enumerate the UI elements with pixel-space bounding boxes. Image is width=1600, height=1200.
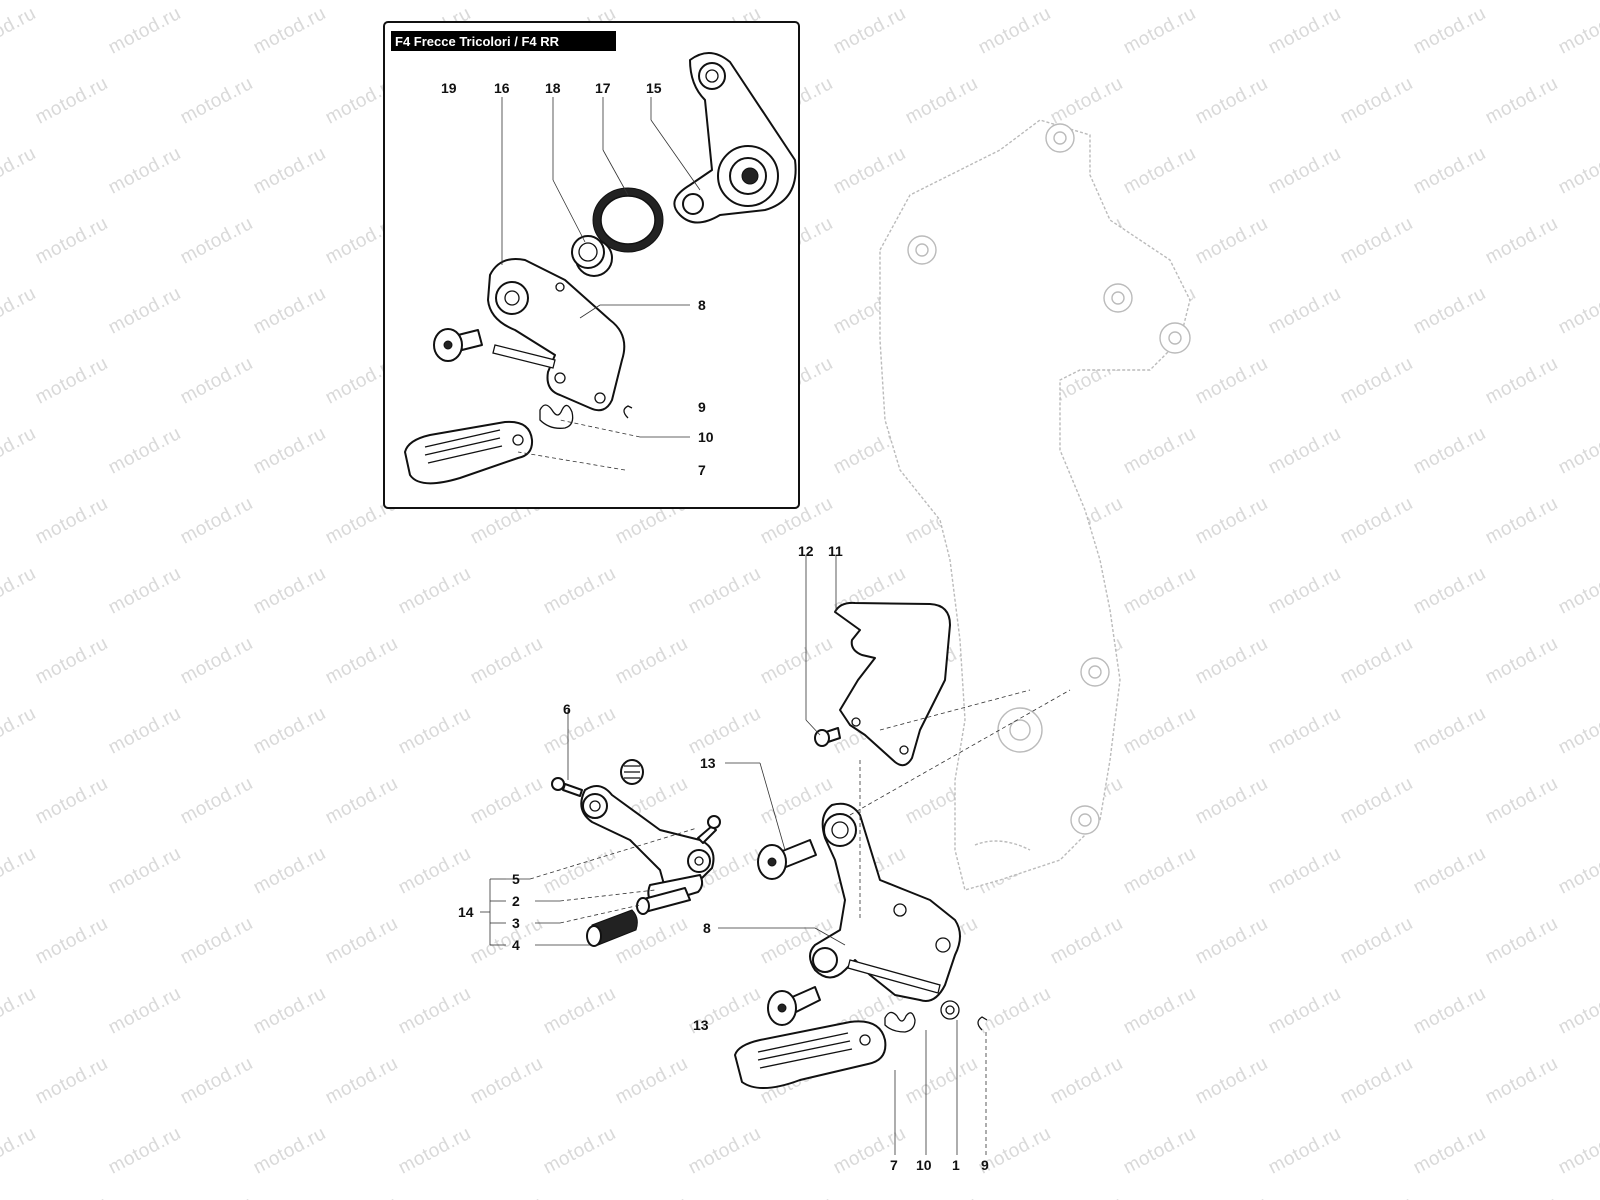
main-foot-peg [734,1020,887,1089]
callout-2: 2 [512,893,520,909]
callout-4: 4 [512,937,520,953]
guard-screw [814,727,841,747]
bracket-bolt-top [757,839,817,880]
callout-13-top: 13 [700,755,716,771]
frame-outline [879,119,1191,891]
callout-7-main: 7 [890,1157,898,1173]
callout-3: 3 [512,915,520,931]
gear-lever-assembly [551,759,721,947]
bracket-spring [884,1011,916,1033]
callout-1: 1 [952,1157,960,1173]
inset-foot-peg [404,420,534,485]
leader-lines [480,97,1071,1155]
callout-12: 12 [798,543,814,559]
inset-bracket-part [673,52,797,224]
footrest-bracket [809,802,961,1020]
callout-19: 19 [441,80,457,96]
callout-14: 14 [458,904,474,920]
callout-10-inset: 10 [698,429,714,445]
inset-title-bar [391,31,616,51]
inset-spring [539,404,574,429]
inset-clip [623,405,633,419]
bracket-bolt-bottom [767,986,821,1026]
inset-seal-ring [592,187,664,253]
callout-8-inset: 8 [698,297,706,313]
inset-footrest-plate [487,258,626,412]
bracket-clip [977,1016,988,1031]
callout-11: 11 [828,543,843,559]
inset-title: F4 Frecce Tricolori / F4 RR [395,34,560,49]
callout-15: 15 [646,80,662,96]
callout-16: 16 [494,80,510,96]
inset-box: F4 Frecce Tricolori / F4 RR [383,21,800,509]
callout-9-inset: 9 [698,399,706,415]
callout-7-inset: 7 [698,462,706,478]
callout-6: 6 [563,701,571,717]
heel-guard-part [834,601,951,767]
callout-17: 17 [595,80,611,96]
inset-screw [433,328,483,362]
callout-13-bottom: 13 [693,1017,709,1033]
callout-9-main: 9 [981,1157,989,1173]
callout-8-main: 8 [703,920,711,936]
callout-numbers: 19 16 18 17 15 8 9 10 7 12 11 6 13 5 2 1… [441,80,989,1173]
inset-bushing [571,235,613,277]
callout-5: 5 [512,871,520,887]
callout-18: 18 [545,80,561,96]
callout-10-main: 10 [916,1157,932,1173]
